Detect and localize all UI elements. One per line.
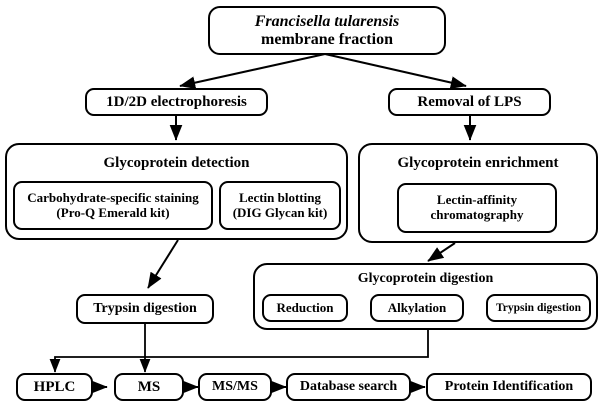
digestion-group-title: Glycoprotein digestion xyxy=(357,271,494,286)
node-ms[interactable]: MS xyxy=(114,373,184,401)
lectin-affinity-line2: chromatography xyxy=(430,207,524,222)
lectin-affinity-line1: Lectin-affinity xyxy=(436,192,518,208)
edge-top-to-electrophoresis xyxy=(179,53,326,89)
carbohydrate-staining-line2: (Pro-Q Emerald kit) xyxy=(56,204,170,220)
edge-digestion-to-hplc xyxy=(49,330,429,373)
removal-lps-label: Removal of LPS xyxy=(417,93,522,110)
protein-identification-label: Protein Identification xyxy=(444,379,574,395)
reduction-label: Reduction xyxy=(276,299,334,315)
msms-label: MS/MS xyxy=(212,379,258,395)
detection-group-title: Glycoprotein detection xyxy=(103,155,250,171)
species-name: Francisella tularensis xyxy=(254,12,400,30)
node-1d-2d-electrophoresis[interactable]: 1D/2D electrophoresis xyxy=(85,88,268,116)
edge-enrichment-to-digestion xyxy=(427,242,456,262)
node-database-search[interactable]: Database search xyxy=(286,373,411,401)
node-lectin-blotting[interactable]: Lectin blotting (DIG Glycan kit) xyxy=(219,181,341,230)
node-trypsin-digestion-right[interactable]: Trypsin digestion xyxy=(486,294,591,322)
trypsin-right-label: Trypsin digestion xyxy=(495,301,582,314)
database-search-label: Database search xyxy=(299,379,398,395)
node-alkylation[interactable]: Alkylation xyxy=(370,294,464,322)
trypsin-left-label: Trypsin digestion xyxy=(93,301,197,317)
ms-label: MS xyxy=(137,378,161,395)
node-trypsin-digestion-left[interactable]: Trypsin digestion xyxy=(76,294,214,324)
lectin-blotting-line1: Lectin blotting xyxy=(239,189,321,205)
edge-top-to-removal-lps xyxy=(324,53,467,89)
node-protein-identification[interactable]: Protein Identification xyxy=(426,373,592,401)
node-removal-of-lps[interactable]: Removal of LPS xyxy=(388,88,551,116)
node-membrane-fraction[interactable]: Francisella tularensis membrane fraction xyxy=(208,6,446,55)
edge-detection-to-trypsin xyxy=(147,239,179,289)
hplc-label: HPLC xyxy=(33,378,76,395)
membrane-fraction-label: membrane fraction xyxy=(261,30,393,48)
enrichment-group-title: Glycoprotein enrichment xyxy=(397,155,559,171)
node-carbohydrate-staining[interactable]: Carbohydrate-specific staining (Pro-Q Em… xyxy=(13,181,213,230)
lectin-blotting-line2: (DIG Glycan kit) xyxy=(232,204,328,220)
node-reduction[interactable]: Reduction xyxy=(262,294,348,322)
node-lectin-affinity-chromatography[interactable]: Lectin-affinity chromatography xyxy=(397,183,557,233)
carbohydrate-staining-line1: Carbohydrate-specific staining xyxy=(27,189,199,205)
electrophoresis-label: 1D/2D electrophoresis xyxy=(106,93,247,110)
node-hplc[interactable]: HPLC xyxy=(16,373,93,401)
node-msms[interactable]: MS/MS xyxy=(198,373,272,401)
alkylation-label: Alkylation xyxy=(387,299,447,315)
